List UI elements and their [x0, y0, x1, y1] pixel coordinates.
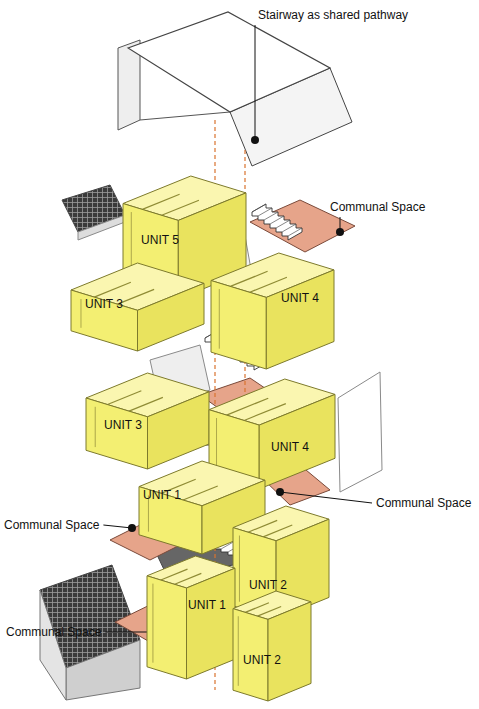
unit-label: UNIT 3	[85, 297, 123, 311]
communal-space-label: Communal Space	[6, 625, 101, 639]
wall-edge	[239, 536, 240, 602]
unit-wall	[266, 270, 334, 369]
unit-prism	[85, 372, 210, 470]
stair-tread	[270, 216, 284, 224]
partition-wall	[142, 194, 179, 209]
leader-dot	[128, 524, 136, 532]
unit-wall	[187, 568, 236, 679]
leader-line	[103, 525, 132, 528]
unit-wall	[147, 576, 187, 679]
unit-prism	[146, 555, 236, 680]
unit-volume: UNIT 3	[70, 262, 205, 352]
leader-line	[280, 492, 372, 503]
unit-wall	[259, 394, 335, 489]
wall-edge	[80, 299, 81, 328]
unit-wall	[86, 398, 148, 469]
roof-plane	[128, 12, 330, 112]
stair-tread	[264, 212, 278, 220]
stair-tread	[258, 208, 272, 216]
partition-wall	[162, 200, 199, 215]
partition-wall	[248, 520, 277, 532]
unit-label: UNIT 4	[281, 291, 319, 305]
partition-wall	[263, 525, 292, 537]
unit-wall	[71, 290, 138, 351]
unit-volume: UNIT 1	[146, 555, 236, 680]
unit-volume: UNIT 3	[85, 372, 210, 470]
leader-dot	[276, 488, 284, 496]
eave-line	[140, 112, 230, 120]
partition-wall	[161, 569, 188, 580]
side-wall	[338, 372, 382, 492]
callout-label: Stairway as shared pathway	[258, 8, 408, 22]
wall-edge	[152, 584, 153, 663]
unit-wall	[268, 602, 311, 701]
partition-wall	[183, 486, 218, 500]
unit-label: UNIT 1	[143, 488, 181, 502]
wall-edge	[238, 616, 239, 686]
partition-wall	[129, 397, 163, 411]
communal-space-label: Communal Space	[330, 200, 425, 214]
ground-wall	[66, 640, 140, 700]
stair-tread	[282, 224, 296, 232]
wall-edge	[216, 418, 217, 470]
unit-prism	[232, 590, 312, 702]
stair-tread	[288, 228, 302, 236]
partition-wall	[118, 289, 155, 304]
unit-wall	[139, 487, 202, 554]
partition-wall	[94, 282, 131, 297]
unit-label: UNIT 3	[104, 418, 142, 432]
unit-label: UNIT 2	[243, 653, 281, 667]
partition-wall	[175, 573, 202, 584]
unit-label: UNIT 4	[271, 440, 309, 454]
unit-volume: UNIT 4	[210, 252, 335, 370]
unit-label: UNIT 5	[141, 233, 179, 247]
leader-dot	[336, 228, 344, 236]
roof	[118, 12, 352, 166]
partition-wall	[108, 391, 142, 405]
communal-space-label: Communal Space	[4, 518, 99, 532]
ground-wall	[40, 590, 66, 700]
stair-tread	[276, 220, 290, 228]
unit-wall	[138, 283, 205, 351]
partition-wall	[227, 398, 269, 415]
partition-wall	[250, 277, 287, 292]
wall-edge	[219, 289, 220, 349]
stair-tread	[252, 204, 266, 212]
leader-line	[255, 25, 256, 140]
partition-wall	[230, 271, 267, 286]
unit-label: UNIT 1	[188, 598, 226, 612]
unit-prism	[210, 252, 335, 370]
terrace-edge	[78, 215, 125, 240]
partition-wall	[245, 603, 269, 613]
leader-dot	[251, 136, 259, 144]
structure	[40, 185, 382, 700]
unit-wall	[148, 392, 210, 469]
unit-label: UNIT 2	[249, 578, 287, 592]
unit-volume: UNIT 2	[232, 590, 312, 702]
unit-wall	[211, 281, 266, 370]
communal-space-label: Communal Space	[376, 496, 471, 510]
wall-edge	[95, 407, 96, 447]
stair-flight	[252, 204, 302, 240]
partition-wall	[258, 606, 282, 616]
